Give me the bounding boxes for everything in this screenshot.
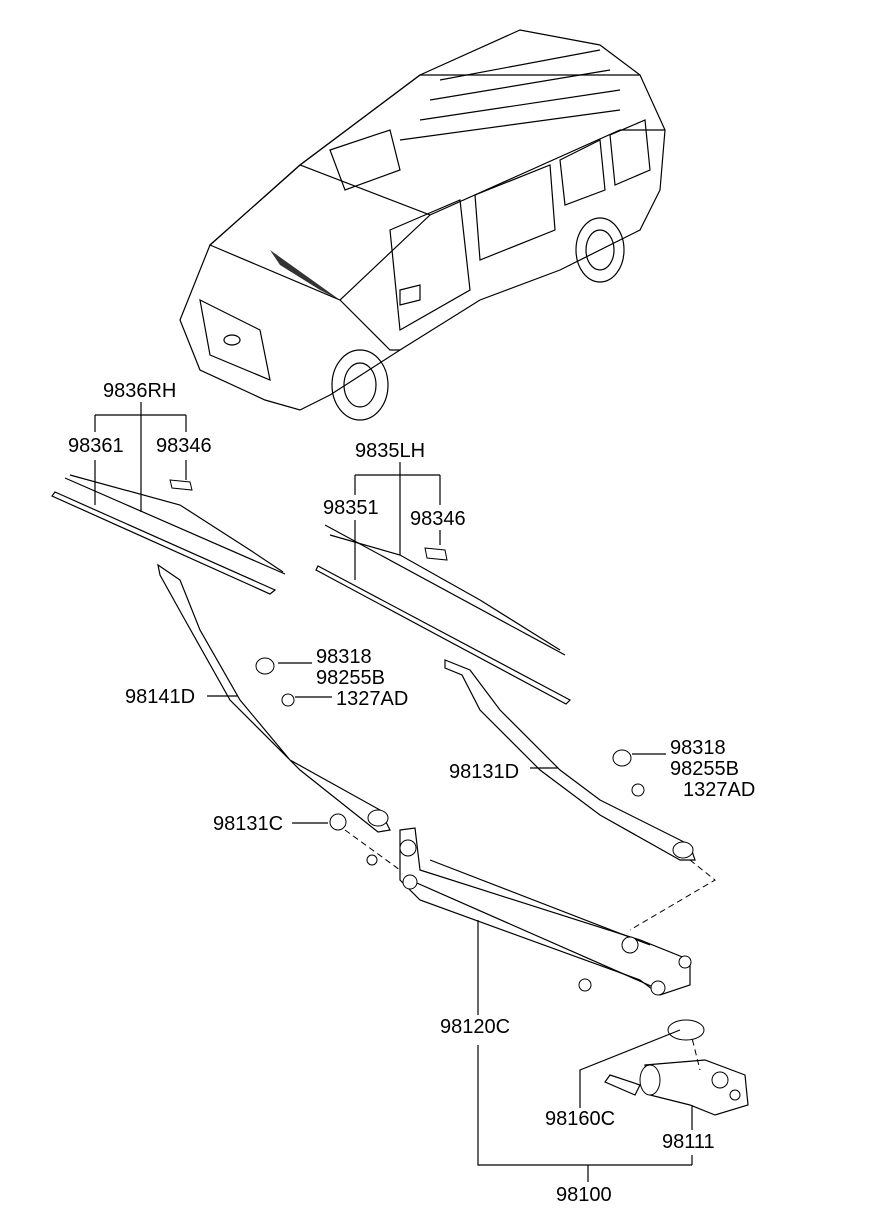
label-lh-1327ad: 1327AD [683,779,755,801]
pivot-cap [329,813,347,831]
lh-wiper-arm [444,659,696,861]
label-lh-98255b: 98255B [670,758,739,780]
lh-bracket-lines [354,462,441,580]
label-98351: 98351 [323,497,379,519]
label-rh-98346: 98346 [156,435,212,457]
label-98100: 98100 [556,1184,612,1206]
label-9836rh: 9836RH [103,380,176,402]
rh-bracket-lines [94,402,187,512]
van-illustration [179,29,666,421]
leader-lines [207,662,693,1182]
wiper-motor [604,1019,749,1116]
label-98120c: 98120C [440,1016,510,1038]
assembly-guide-lines [344,829,716,1071]
label-98131d: 98131D [449,761,519,783]
label-lh-98346: 98346 [410,508,466,530]
linkage-assembly [366,827,692,996]
label-98141d: 98141D [125,686,195,708]
label-98131c: 98131C [213,813,283,835]
label-rh-1327ad: 1327AD [336,688,408,710]
rh-wiper-blade [51,474,286,595]
label-98361: 98361 [68,435,124,457]
label-9835lh: 9835LH [355,440,425,462]
label-lh-98318: 98318 [670,737,726,759]
rh-wiper-arm [157,563,391,833]
lh-wiper-blade [315,524,571,705]
label-98111: 98111 [662,1131,715,1153]
label-98160c: 98160C [545,1108,615,1130]
label-rh-98255b: 98255B [316,667,385,689]
label-rh-98318: 98318 [316,646,372,668]
